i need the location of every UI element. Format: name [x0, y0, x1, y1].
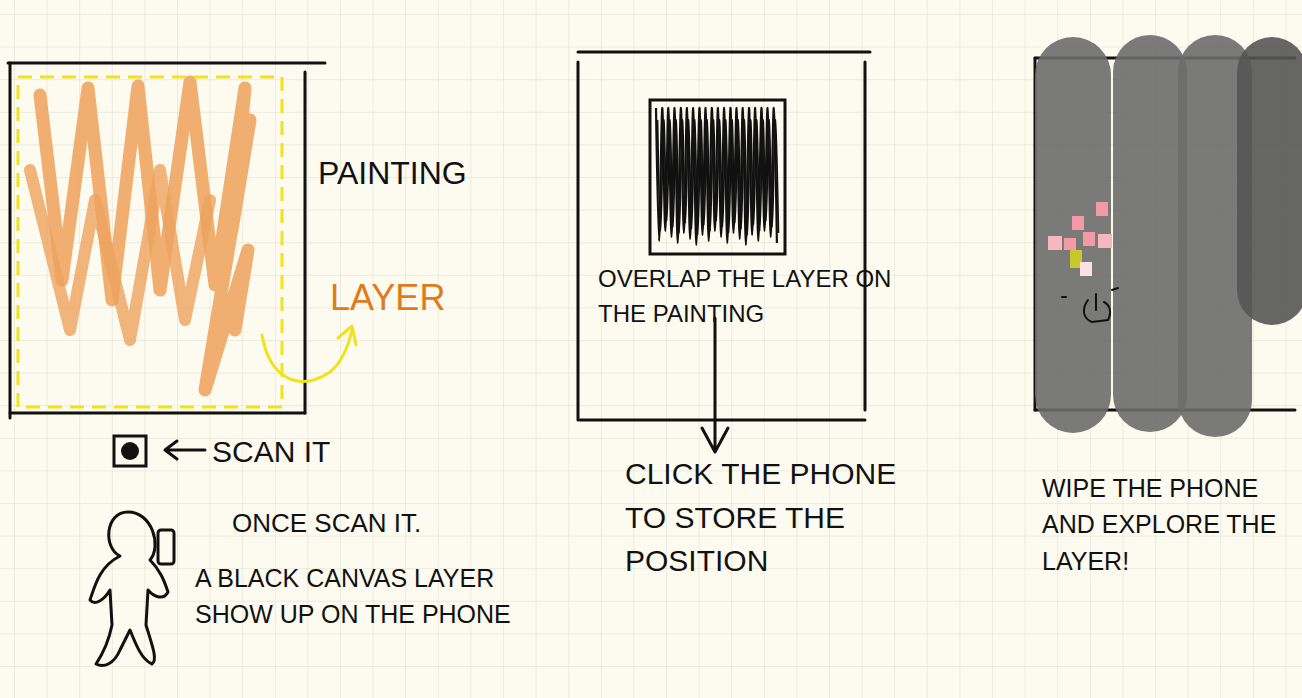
frame-line	[578, 51, 870, 54]
down-arrow	[702, 318, 728, 452]
title-label: PAINTING	[318, 150, 508, 196]
paint-dot	[1080, 262, 1092, 276]
orange-scribble	[30, 170, 210, 340]
scan-code	[114, 436, 146, 466]
painting-frame	[8, 63, 325, 418]
scan-code-dot	[121, 442, 139, 460]
paint-dot	[1048, 236, 1062, 250]
frame-line	[8, 62, 325, 65]
phone-icon	[158, 530, 174, 564]
frame-line	[9, 63, 12, 418]
instruction-text: SCAN IT	[212, 430, 382, 474]
black-layer	[650, 100, 785, 254]
paint-dot	[1083, 232, 1095, 246]
frame-line	[864, 62, 867, 410]
layer-outline	[18, 77, 282, 407]
pointer-arrow	[165, 441, 205, 459]
arrow-head	[338, 326, 356, 345]
frame-line	[580, 419, 865, 422]
layer-label: LAYER	[330, 272, 480, 324]
painting-frame	[578, 52, 870, 420]
instruction-text: ONCE SCAN IT.	[232, 505, 492, 543]
finger-doodle	[1062, 288, 1118, 322]
wipe-band	[1035, 75, 1111, 395]
instruction-text: A BLACK CANVAS LAYER SHOW UP ON THE PHON…	[195, 560, 525, 633]
wipe-strokes	[1073, 72, 1272, 400]
frame-line	[577, 62, 580, 420]
paint-dot	[1064, 238, 1076, 250]
black-scribble	[656, 108, 778, 245]
black-scribble-line	[658, 120, 779, 235]
instruction-text: CLICK THE PHONE TO STORE THE POSITION	[625, 452, 945, 583]
paint-dot	[1072, 216, 1084, 230]
frame-line	[10, 412, 305, 415]
paint-dot	[1096, 202, 1108, 216]
frame-line	[304, 72, 307, 413]
instruction-text: OVERLAP THE LAYER ON THE PAINTING	[598, 262, 918, 332]
wipe-band	[1237, 72, 1302, 290]
paint-dot	[1098, 234, 1112, 248]
wipe-band	[1113, 72, 1187, 395]
person-figure	[90, 512, 168, 665]
painting-frame	[1035, 58, 1295, 410]
revealed-paint	[1048, 202, 1112, 276]
instruction-text: WIPE THE PHONE AND EXPLORE THE LAYER!	[1042, 470, 1294, 579]
